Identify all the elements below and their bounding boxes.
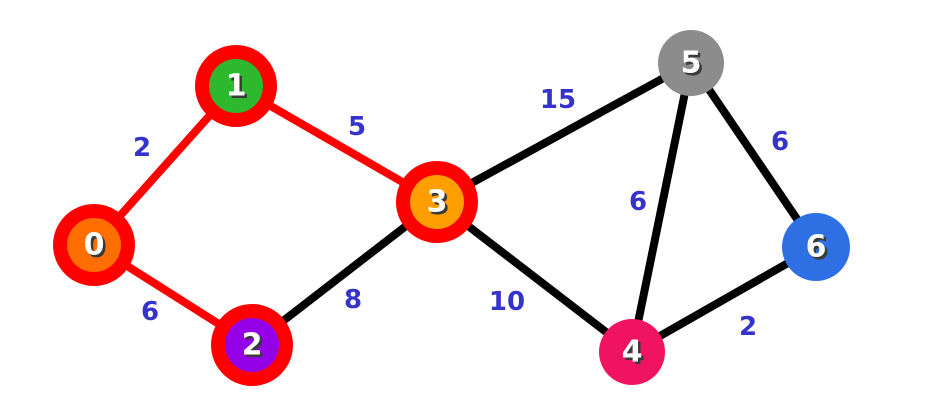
node-0: 0 0 xyxy=(53,204,135,286)
edge-4-6-weight: 2 xyxy=(739,312,757,342)
node-3-label-shadow: 3 xyxy=(429,187,450,222)
node-1-label-shadow: 1 xyxy=(228,71,249,106)
edge-weight-layer: 2 5 6 8 15 10 6 6 2 xyxy=(133,85,789,342)
edge-4-5-weight: 6 xyxy=(629,187,647,217)
node-4: 4 4 xyxy=(599,319,665,385)
node-3-circle xyxy=(410,175,464,229)
node-1-circle xyxy=(209,59,263,113)
edge-2-3-weight: 8 xyxy=(344,285,362,315)
node-1: 1 1 xyxy=(195,45,277,127)
edge-3-5-weight: 15 xyxy=(540,85,576,115)
node-6: 6 6 xyxy=(782,213,850,281)
edge-0-2-weight: 6 xyxy=(141,297,159,327)
node-2-label: 2 xyxy=(242,328,263,363)
node-4-label-shadow: 4 xyxy=(624,337,645,372)
node-1-label: 1 xyxy=(226,69,247,104)
node-4-label: 4 xyxy=(622,335,643,370)
edge-4-5 xyxy=(628,59,695,356)
node-2: 2 2 xyxy=(211,304,293,386)
node-5: 5 5 xyxy=(658,30,724,96)
node-6-label-shadow: 6 xyxy=(808,232,829,267)
edge-0-1-weight: 2 xyxy=(133,133,151,163)
edge-3-5 xyxy=(433,59,695,206)
node-6-circle xyxy=(782,213,850,281)
node-4-circle xyxy=(599,319,665,385)
node-0-circle xyxy=(67,218,121,272)
edge-3-4-weight: 10 xyxy=(489,287,525,317)
node-2-label-shadow: 2 xyxy=(244,330,265,365)
edge-5-6-weight: 6 xyxy=(771,127,789,157)
node-0-label-shadow: 0 xyxy=(86,230,107,265)
edge-1-3-weight: 5 xyxy=(348,112,366,142)
edge-3-4 xyxy=(433,198,636,356)
node-2-circle xyxy=(225,318,279,372)
node-3-label: 3 xyxy=(427,185,448,220)
edge-4-6 xyxy=(628,243,820,356)
node-layer: 0 0 1 1 2 2 3 3 4 4 5 5 xyxy=(53,30,850,386)
node-0-label: 0 xyxy=(84,228,105,263)
node-5-circle xyxy=(658,30,724,96)
edge-5-6 xyxy=(687,59,820,251)
node-5-label-shadow: 5 xyxy=(683,48,704,83)
node-5-label: 5 xyxy=(681,46,702,81)
node-3: 3 3 xyxy=(396,161,478,243)
node-6-label: 6 xyxy=(806,230,827,265)
